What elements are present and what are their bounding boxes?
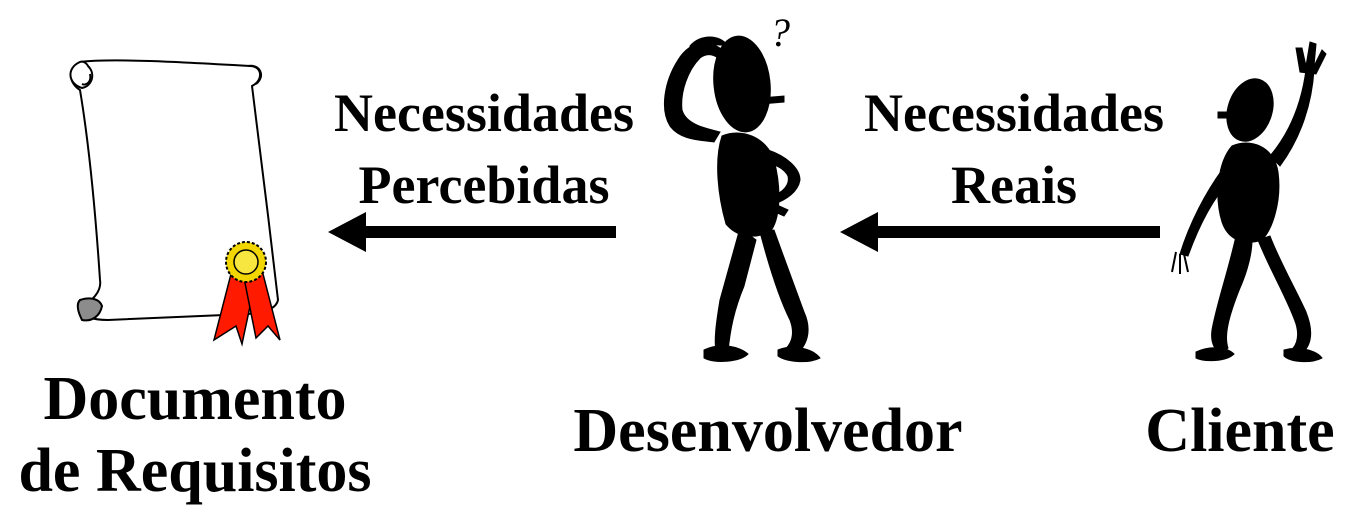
perceived-needs-line1: Necessidades (334, 83, 634, 143)
arrow-real (840, 212, 1160, 252)
thinking-person-icon (664, 35, 821, 363)
developer-label: Desenvolvedor (573, 397, 963, 465)
document-label-line2: de Requisitos (18, 437, 372, 505)
client-label: Cliente (1145, 397, 1335, 465)
ribbon-seal-icon (212, 241, 281, 347)
real-needs-line2: Reais (951, 155, 1077, 215)
waving-person-icon (1171, 41, 1327, 363)
real-needs-line1: Necessidades (864, 83, 1164, 143)
question-mark: ? (770, 10, 790, 55)
document-label-line1: Documento (43, 365, 347, 433)
perceived-needs-line2: Percebidas (358, 155, 610, 215)
arrow-perceived (328, 212, 616, 252)
